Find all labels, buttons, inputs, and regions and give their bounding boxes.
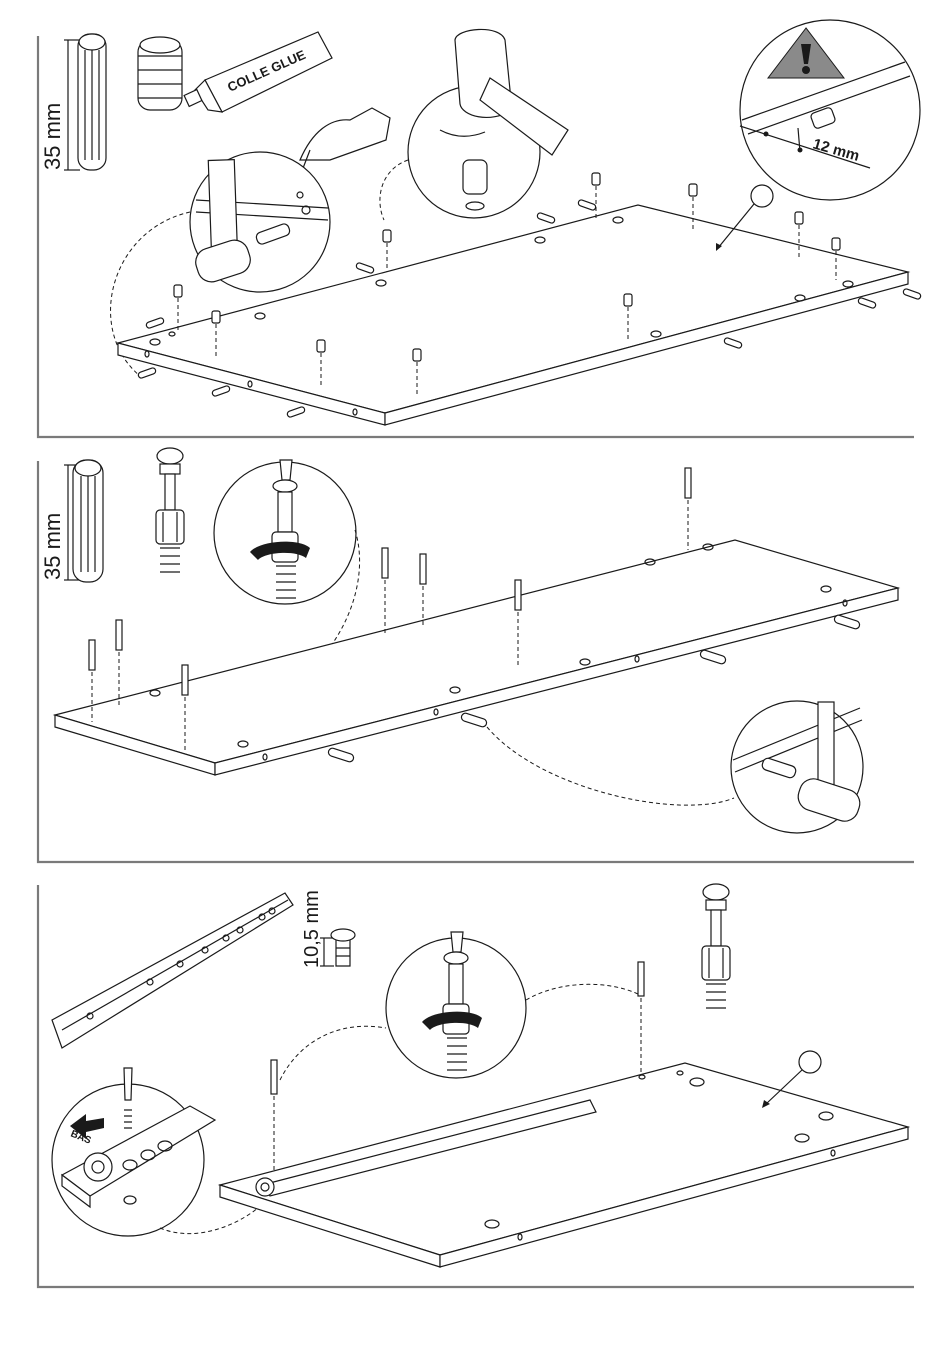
glue-tube-icon: COLLE GLUE <box>184 32 332 112</box>
screwdriver-icon <box>280 460 292 480</box>
step-panel-1: 35 mm COLLE GLUE <box>38 20 921 437</box>
drawer-runner-icon <box>52 893 293 1048</box>
warning-depth-detail: 12 mm <box>740 20 920 200</box>
screwdriver-icon <box>124 1068 132 1100</box>
insert-hammer-detail <box>408 29 568 218</box>
dowel-hammer-detail <box>731 701 863 833</box>
dimension-label: 35 mm <box>40 103 65 170</box>
cam-bolt-icon <box>702 884 730 1008</box>
board-panel-3 <box>220 1063 908 1267</box>
runner-mount-detail: BAS <box>52 1068 215 1236</box>
screwdriver-icon <box>451 932 463 952</box>
cam-dowel-insert-icon <box>138 37 182 110</box>
step-panel-2: 35 mm <box>38 448 914 862</box>
dowel-length-dimension: 35 mm <box>40 40 80 170</box>
dimension-label: 35 mm <box>40 513 65 580</box>
screwdriver-bolt-detail <box>214 460 356 604</box>
cam-bolt-icon <box>156 448 184 572</box>
dimension-label: 10,5 mm <box>301 890 323 968</box>
screw-icon <box>331 929 355 941</box>
dowel-hammer-detail <box>190 152 330 292</box>
screw-length-dimension: 10,5 mm <box>301 890 355 968</box>
screwdriver-screw-detail <box>386 932 526 1078</box>
wooden-dowel-icon <box>78 34 106 170</box>
step-panel-3: 10,5 mm <box>38 884 914 1287</box>
wooden-dowel-icon <box>73 460 103 582</box>
